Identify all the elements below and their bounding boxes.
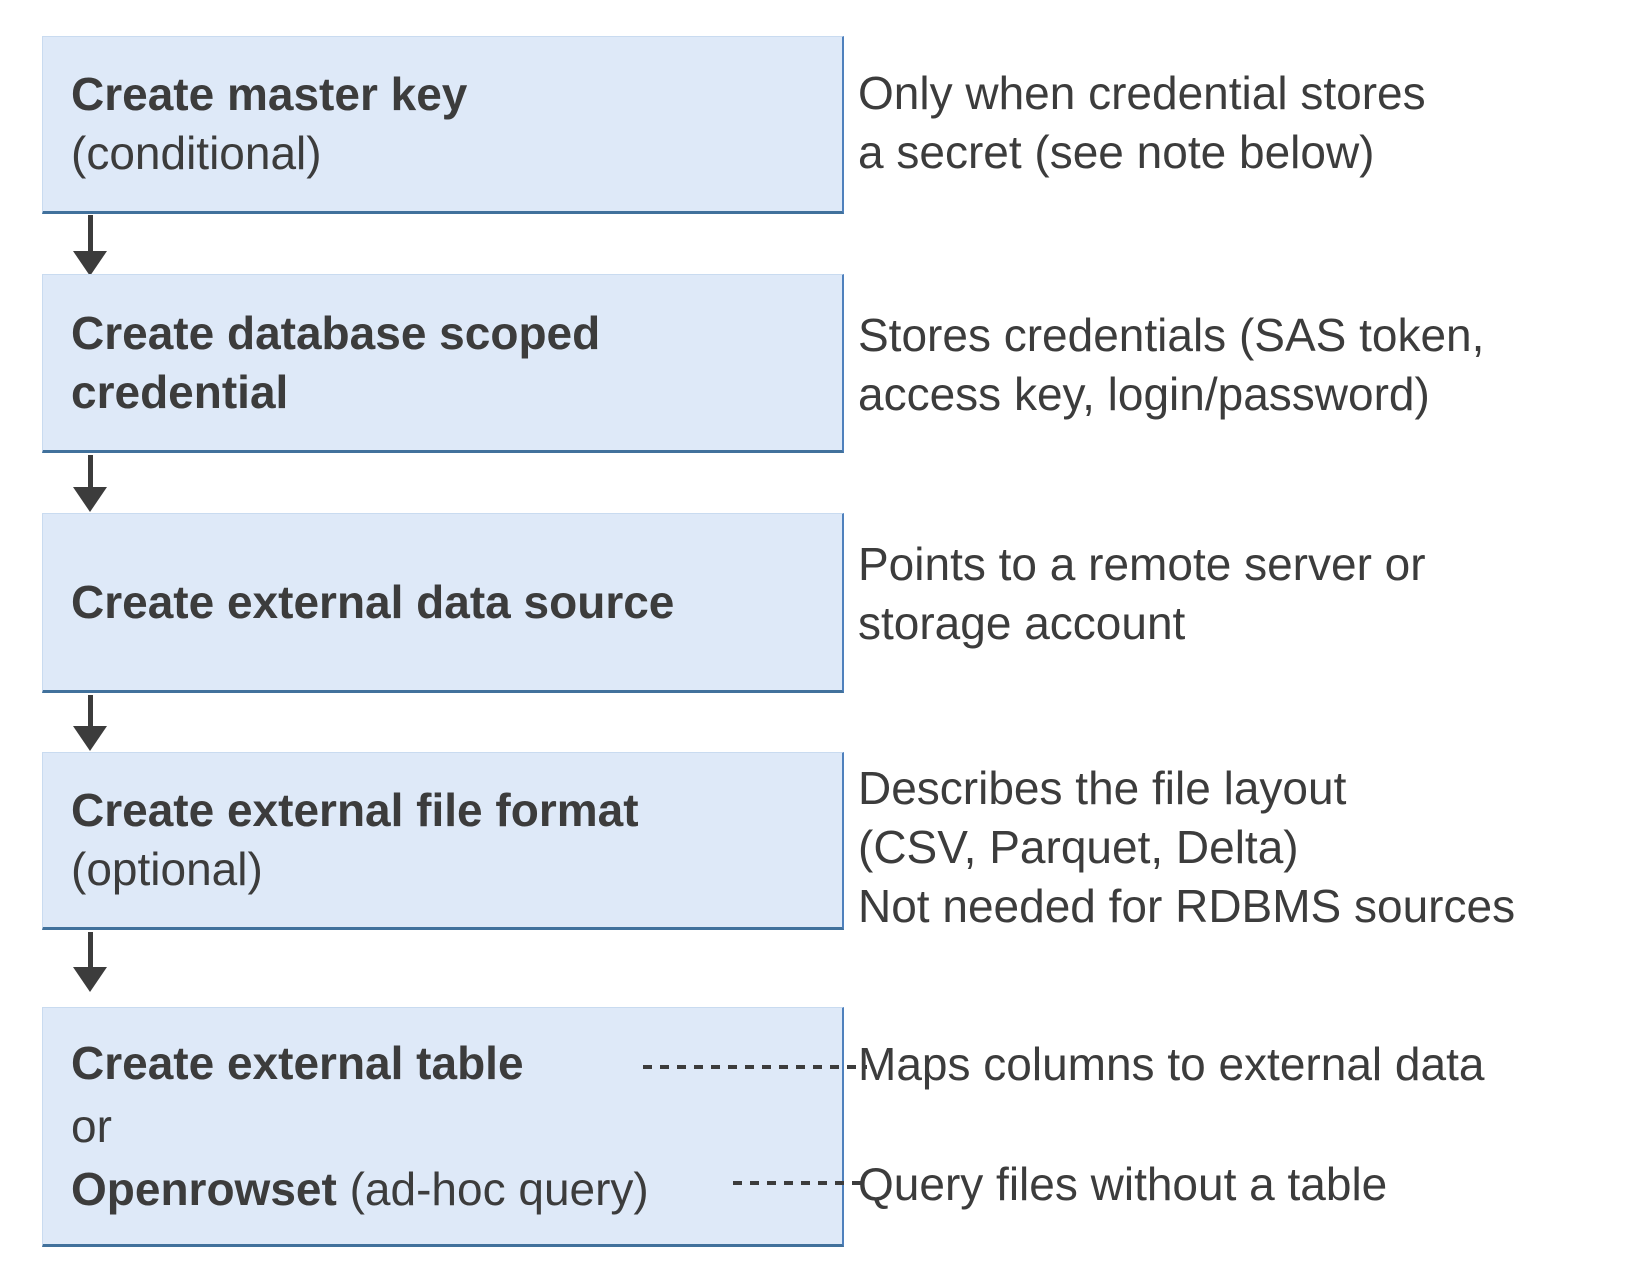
note-external-file-format: Describes the file layout (CSV, Parquet,…: [858, 759, 1515, 936]
step-title-line: Create external file format: [71, 781, 842, 840]
step-title-openrowset: Openrowset: [71, 1162, 337, 1215]
step-box-create-external-data-source: Create external data source: [42, 513, 844, 693]
step-title: Create master key: [71, 68, 468, 120]
note-line: a secret (see note below): [858, 126, 1375, 178]
dashed-connector-openrowset: [733, 1181, 867, 1185]
note-database-scoped-credential: Stores credentials (SAS token, access ke…: [858, 306, 1484, 424]
step-title-line: Create database scoped: [71, 304, 842, 363]
arrow-head: [73, 726, 107, 751]
down-arrow-icon: [72, 695, 108, 751]
note-master-key: Only when credential stores a secret (se…: [858, 64, 1426, 182]
step-title: Create external data source: [71, 575, 675, 628]
step-box-create-database-scoped-credential: Create database scoped credential: [42, 274, 844, 453]
step-title-line: Create external data source: [71, 573, 842, 632]
arrow-shaft: [87, 455, 93, 487]
step-title-line: Create external table: [71, 1032, 842, 1095]
note-line: Points to a remote server or: [858, 538, 1426, 590]
step-box-create-external-file-format: Create external file format (optional): [42, 752, 844, 930]
step-openrowset-suffix: (ad-hoc query): [336, 1162, 649, 1215]
arrow-head: [73, 967, 107, 992]
down-arrow-icon: [72, 215, 108, 276]
step-title: Create database scoped: [71, 306, 601, 359]
note-openrowset: Query files without a table: [858, 1155, 1387, 1214]
note-external-table: Maps columns to external data: [858, 1035, 1484, 1094]
arrow-shaft: [87, 695, 93, 726]
arrow-head: [73, 487, 107, 512]
step-box-create-master-key: Create master key (conditional): [42, 36, 844, 214]
note-line: access key, login/password): [858, 368, 1430, 420]
arrow-shaft: [87, 215, 93, 251]
note-line: Only when credential stores: [858, 67, 1426, 119]
step-title-line: Openrowset (ad-hoc query): [71, 1158, 842, 1221]
step-box-create-external-table-or-openrowset: Create external table or Openrowset (ad-…: [42, 1007, 844, 1247]
note-line: Describes the file layout: [858, 762, 1347, 814]
step-title-line: credential: [71, 363, 842, 422]
note-line: Query files without a table: [858, 1158, 1388, 1210]
step-subtitle: (conditional): [71, 127, 322, 179]
step-title: credential: [71, 365, 289, 418]
note-line: Maps columns to external data: [858, 1038, 1485, 1090]
step-subtitle: (optional): [71, 843, 263, 895]
down-arrow-icon: [72, 932, 108, 992]
step-title-external-table: Create external table: [71, 1036, 524, 1089]
note-line: Stores credentials (SAS token,: [858, 309, 1485, 361]
down-arrow-icon: [72, 455, 108, 512]
note-line: Not needed for RDBMS sources: [858, 880, 1516, 932]
arrow-shaft: [87, 932, 93, 967]
step-title-line: Create master key: [71, 65, 842, 124]
step-or-label: or: [71, 1099, 112, 1152]
note-line: (CSV, Parquet, Delta): [858, 821, 1299, 873]
note-external-data-source: Points to a remote server or storage acc…: [858, 535, 1426, 653]
note-line: storage account: [858, 597, 1186, 649]
arrow-head: [73, 251, 107, 276]
step-title: Create external file format: [71, 784, 639, 836]
dashed-connector-external-table: [643, 1065, 867, 1069]
